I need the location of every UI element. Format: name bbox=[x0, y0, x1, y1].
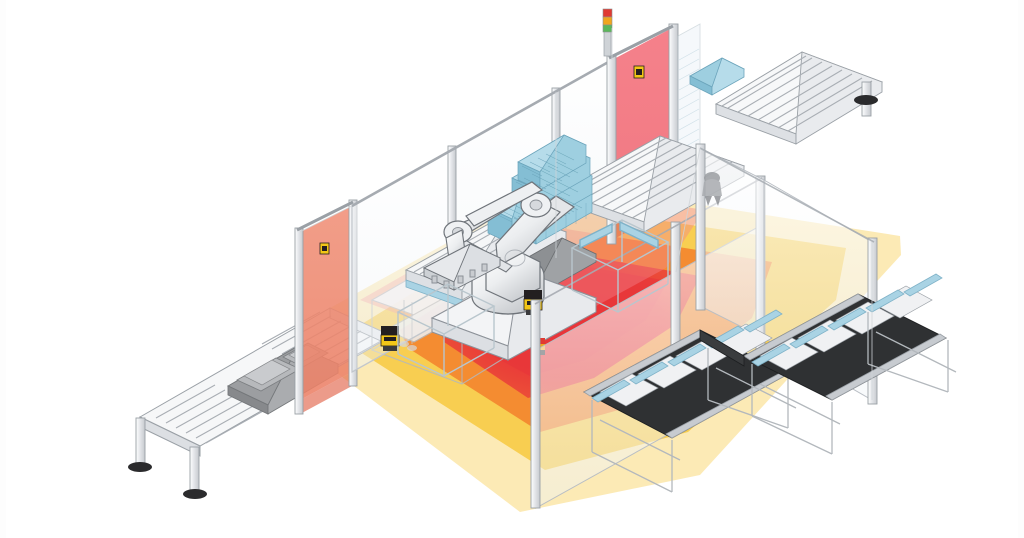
leveling-foot bbox=[854, 95, 878, 105]
curtain-left-post-front bbox=[294, 227, 304, 415]
outfeed-right-rail-near bbox=[825, 333, 947, 401]
outfeed-right-slats bbox=[759, 285, 933, 371]
curtain-left-face bbox=[300, 206, 352, 400]
status-stack-light bbox=[602, 8, 613, 57]
stacklight-lamp-red bbox=[602, 8, 613, 18]
light-curtain-left bbox=[294, 199, 358, 415]
outfeed-right-rail-far bbox=[743, 293, 865, 361]
auxiliary-stands bbox=[570, 219, 670, 313]
outfeed-front-support-frame bbox=[591, 348, 797, 493]
infeed-left-legs bbox=[128, 417, 207, 499]
left-edge-band bbox=[0, 0, 6, 538]
robot-forearm-upper bbox=[465, 181, 544, 227]
robot-end-effector bbox=[422, 243, 502, 291]
leveling-foot bbox=[183, 489, 207, 499]
outfeed-right-support-frame bbox=[751, 312, 957, 455]
topright-rollers bbox=[721, 55, 873, 132]
curtain-left-sensor-icon bbox=[319, 242, 330, 255]
auxiliary-stand-left bbox=[396, 283, 496, 377]
leveling-foot bbox=[128, 462, 152, 472]
overhead-cabling bbox=[399, 300, 417, 351]
curtain-rear-sensor-icon bbox=[633, 65, 645, 79]
stacklight-lamp-amber bbox=[602, 16, 613, 26]
outfeed-right-cross-rollers bbox=[751, 273, 943, 367]
fence-post bbox=[695, 143, 706, 311]
stacklight-lamp-green bbox=[602, 24, 613, 33]
outfeed-corner-transfer bbox=[699, 329, 745, 367]
operator-figure bbox=[702, 172, 722, 206]
safety-scanner-b bbox=[380, 326, 400, 351]
topright-leg bbox=[854, 81, 878, 117]
fence-post bbox=[530, 299, 541, 509]
cell-envelope-lines bbox=[299, 28, 873, 400]
curtain-left-beam-floor bbox=[300, 372, 352, 414]
product-on-topright-conveyor bbox=[689, 57, 745, 96]
right-edge-band bbox=[1018, 0, 1024, 538]
conveyor-infeed-top-right bbox=[689, 51, 884, 145]
conveyor-outfeed-right bbox=[743, 273, 957, 455]
